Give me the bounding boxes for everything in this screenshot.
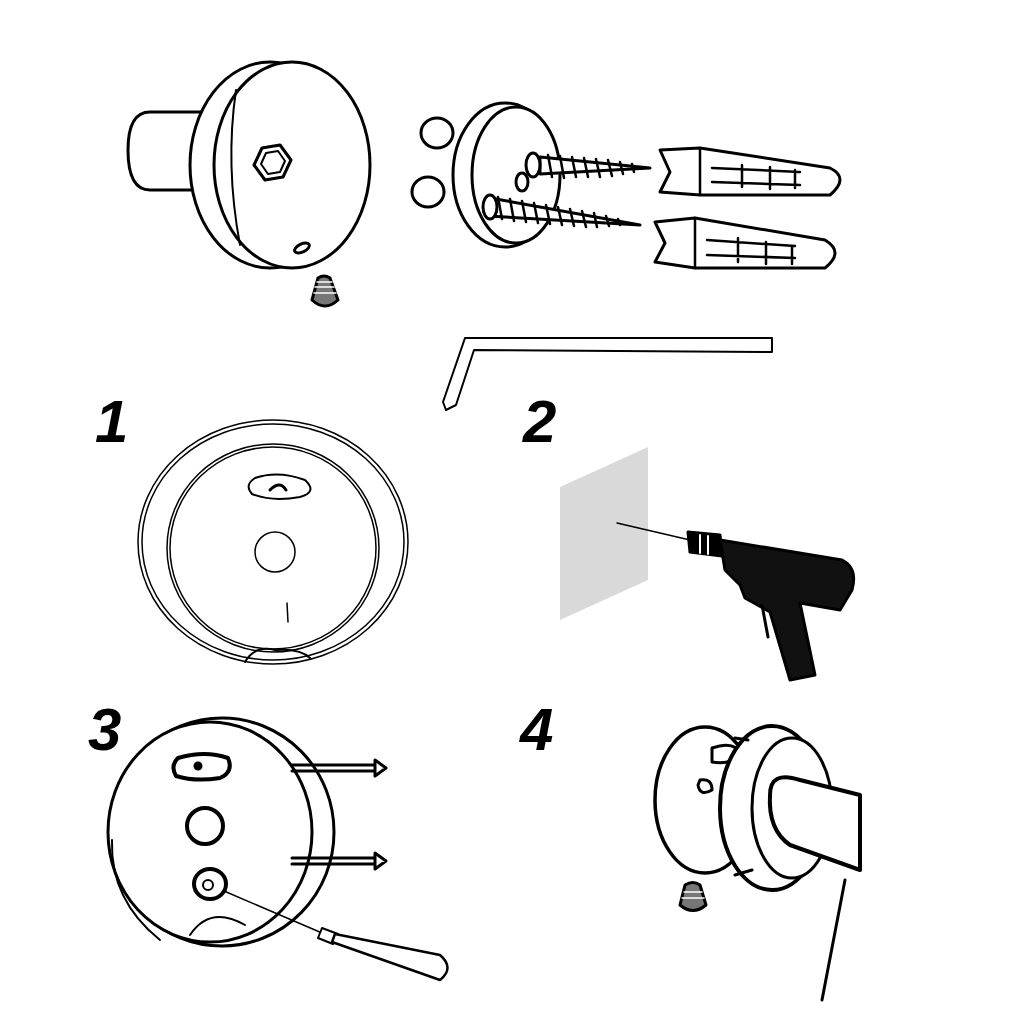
base-plate-part <box>412 103 650 247</box>
step-number: 2 <box>523 392 556 452</box>
base-plate-back <box>138 420 408 664</box>
step-number: 4 <box>520 700 553 760</box>
wall-drill <box>560 447 854 680</box>
step-number: 3 <box>88 700 121 760</box>
base-plate-screwed <box>108 718 448 980</box>
knob-part <box>128 62 370 306</box>
knob-mounted <box>655 726 860 1000</box>
wall-plug <box>655 148 840 268</box>
step-number: 1 <box>95 392 128 452</box>
allen-key <box>443 338 772 410</box>
